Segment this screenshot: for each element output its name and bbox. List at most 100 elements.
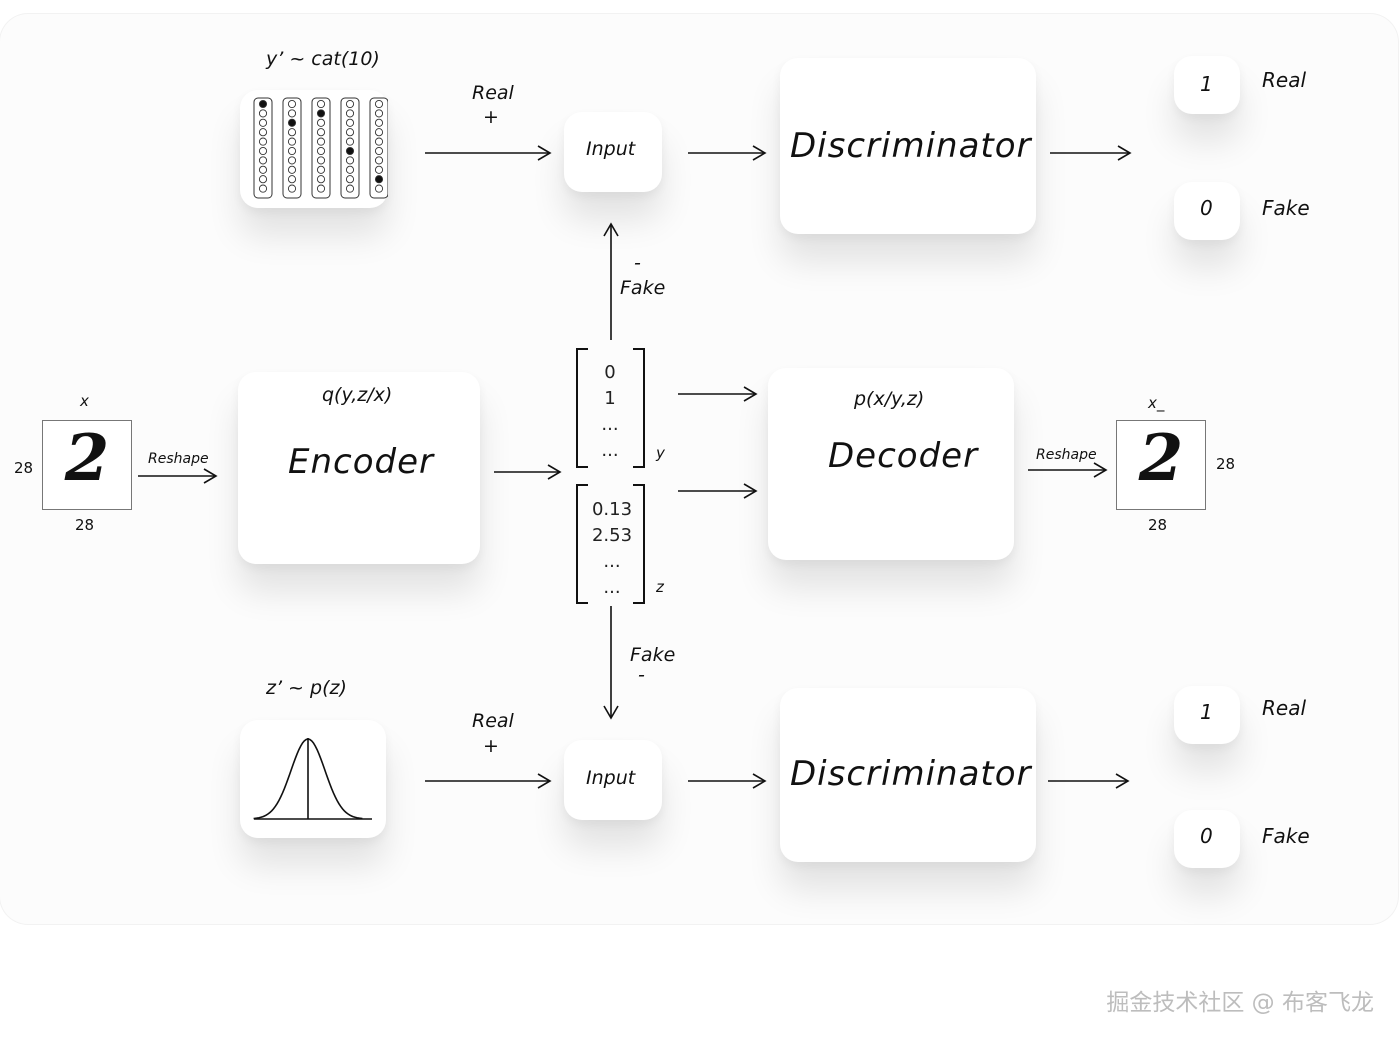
one-hot-cell [374, 109, 384, 118]
bottom-input-card: Input [564, 740, 662, 820]
reconstruction-label: x_ [1148, 394, 1165, 412]
one-hot-cell [374, 184, 384, 193]
z-value-1: 2.53 [591, 525, 633, 546]
input-x-label: x [80, 392, 89, 410]
one-hot-cell [374, 165, 384, 174]
one-hot-cell [345, 99, 355, 109]
bottom-output-one: 1 [1200, 700, 1213, 724]
one-hot-cell [374, 118, 384, 127]
one-hot-cell [258, 165, 268, 174]
gaussian-prior-card [240, 720, 386, 838]
one-hot-cell [287, 99, 297, 109]
one-hot-cell [287, 175, 297, 184]
one-hot-active-cell [374, 175, 384, 184]
bottom-output-zero: 0 [1200, 824, 1213, 848]
input-width-label: 28 [75, 516, 95, 534]
top-input-label: Input [586, 138, 636, 160]
one-hot-cell [345, 109, 355, 118]
one-hot-vectors-icon [253, 97, 389, 199]
one-hot-cell [345, 165, 355, 174]
one-hot-column [311, 97, 331, 199]
top-output-zero: 0 [1200, 196, 1213, 220]
one-hot-column [340, 97, 360, 199]
one-hot-cell [316, 175, 326, 184]
output-width-label: 28 [1148, 516, 1168, 534]
decoder-title: Decoder [828, 436, 979, 476]
one-hot-cell [316, 137, 326, 146]
one-hot-cell [345, 128, 355, 137]
bottom-real-label: Real [472, 710, 514, 732]
reconstructed-digit-image: 2 [1116, 420, 1206, 510]
one-hot-cell [287, 156, 297, 165]
bottom-output-fake-label: Fake [1262, 824, 1310, 848]
y-vector-label: y [656, 444, 665, 462]
bottom-discriminator-title: Discriminator [790, 754, 1032, 794]
top-output-zero-card: 0 [1174, 182, 1240, 240]
one-hot-column [253, 97, 273, 199]
one-hot-column [282, 97, 302, 199]
top-discriminator-title: Discriminator [790, 126, 1032, 166]
top-output-fake-label: Fake [1262, 196, 1310, 220]
encoder-subtitle: q(y,z/x) [322, 384, 393, 406]
one-hot-cell [258, 118, 268, 127]
one-hot-active-cell [316, 109, 326, 118]
one-hot-cell [287, 128, 297, 137]
decoder-subtitle: p(x/y,z) [854, 388, 925, 410]
y-left-bracket [576, 348, 588, 468]
input-digit: 2 [64, 421, 110, 496]
bottom-output-one-card: 1 [1174, 686, 1240, 744]
bottom-plus-sign: + [483, 735, 499, 757]
top-fake-minus: - [634, 252, 641, 274]
one-hot-active-cell [287, 118, 297, 127]
one-hot-cell [316, 128, 326, 137]
y-value-2: ... [601, 414, 619, 435]
one-hot-cell [374, 137, 384, 146]
y-value-1: 1 [604, 388, 616, 409]
gaussian-prior-label: z’ ~ p(z) [266, 677, 347, 699]
categorical-prior-label: y’ ~ cat(10) [266, 48, 380, 70]
bottom-fake-minus: - [638, 664, 645, 686]
one-hot-cell [316, 184, 326, 193]
one-hot-cell [287, 165, 297, 174]
y-value-3: ... [601, 440, 619, 461]
one-hot-cell [316, 99, 326, 109]
top-real-label: Real [472, 82, 514, 104]
reshape-in-label: Reshape [148, 451, 209, 467]
top-output-one-card: 1 [1174, 56, 1240, 114]
top-plus-sign: + [483, 106, 499, 128]
z-vector-label: z [656, 578, 664, 596]
y-value-0: 0 [604, 362, 616, 383]
reshape-out-label: Reshape [1036, 447, 1097, 463]
bottom-input-label: Input [586, 767, 636, 789]
bottom-output-zero-card: 0 [1174, 810, 1240, 868]
input-digit-image: 2 [42, 420, 132, 510]
z-right-bracket [633, 484, 645, 604]
z-left-bracket [576, 484, 588, 604]
one-hot-cell [374, 156, 384, 165]
one-hot-cell [345, 137, 355, 146]
one-hot-cell [258, 175, 268, 184]
one-hot-cell [258, 184, 268, 193]
reconstructed-digit: 2 [1138, 421, 1184, 496]
encoder-title: Encoder [288, 442, 435, 482]
y-vector: 0 1 ... ... [590, 360, 630, 464]
top-fake-label: Fake [620, 277, 666, 299]
one-hot-active-cell [258, 99, 268, 109]
one-hot-cell [287, 184, 297, 193]
one-hot-cell [258, 109, 268, 118]
one-hot-cell [316, 118, 326, 127]
one-hot-cell [316, 146, 326, 156]
z-vector: 0.13 2.53 ... ... [584, 497, 640, 601]
one-hot-active-cell [345, 146, 355, 156]
one-hot-cell [287, 109, 297, 118]
z-value-3: ... [603, 577, 621, 598]
one-hot-cell [287, 137, 297, 146]
decoder-card: p(x/y,z) Decoder [768, 368, 1014, 560]
bottom-output-real-label: Real [1262, 696, 1307, 720]
one-hot-cell [258, 137, 268, 146]
one-hot-cell [374, 99, 384, 109]
gaussian-curve-icon [253, 738, 372, 820]
y-right-bracket [633, 348, 645, 468]
one-hot-prior-card [240, 90, 389, 208]
